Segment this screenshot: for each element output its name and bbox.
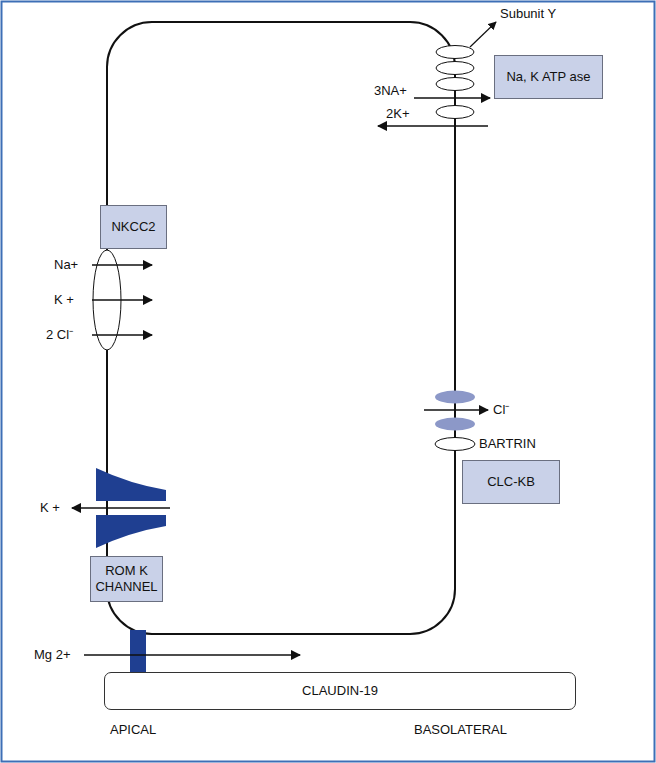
channel-box: CLC-KB: [462, 460, 560, 504]
ion-label: 3NA+: [374, 83, 407, 99]
side-label: APICAL: [110, 722, 156, 738]
ion-label: K +: [54, 292, 74, 308]
leader-arrow: [470, 22, 496, 47]
channel-ellipse: [435, 391, 475, 404]
claudin-bar: [130, 630, 146, 673]
barttin-ellipse: [435, 438, 475, 451]
ion-arrow: [424, 409, 488, 411]
subunit-ellipse: [436, 62, 474, 75]
node-label: CLC-KB: [487, 474, 535, 490]
ion-label: 2 Cl⁻: [46, 327, 73, 343]
ion-arrow: [414, 97, 490, 99]
ion-label: Cl⁻: [493, 402, 509, 418]
ion-arrow: [378, 125, 488, 127]
ion-label: Na+: [54, 257, 78, 273]
ion-arrow: [72, 507, 170, 509]
ion-arrow: [92, 299, 152, 301]
channel-symbol: [96, 515, 166, 548]
node-label: NKCC2: [111, 219, 155, 235]
side-label: BASOLATERAL: [414, 722, 507, 738]
ion-label: 2K+: [386, 106, 410, 122]
subunit-label: Subunit Y: [500, 6, 556, 22]
protein-label: BARTRIN: [479, 436, 536, 452]
node-label: CLAUDIN-19: [302, 683, 378, 699]
ion-label: K +: [40, 500, 60, 516]
channel-ellipse: [435, 418, 475, 431]
ion-arrow: [84, 654, 300, 656]
cell-membrane: [107, 22, 455, 634]
ion-label: Mg 2+: [34, 647, 71, 663]
subunit-ellipse: [436, 78, 474, 91]
subunit-ellipse: [436, 106, 474, 119]
node-label: Na, K ATP ase: [506, 69, 590, 85]
transporter-box: NKCC2: [100, 205, 167, 249]
enzyme-box: Na, K ATP ase: [494, 55, 603, 99]
ion-arrow: [92, 334, 152, 336]
channel-box: ROM K CHANNEL: [90, 556, 163, 602]
claudin-band: CLAUDIN-19: [104, 672, 576, 710]
channel-symbol: [96, 468, 166, 501]
ion-arrow: [92, 264, 152, 266]
subunit-ellipse: [436, 46, 474, 59]
node-label: ROM K CHANNEL: [95, 563, 158, 594]
